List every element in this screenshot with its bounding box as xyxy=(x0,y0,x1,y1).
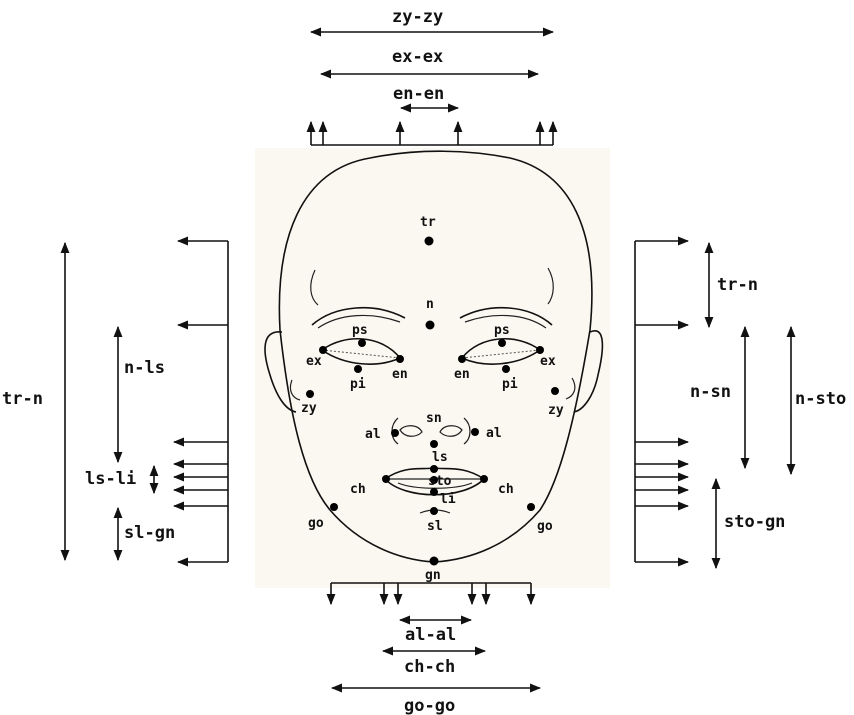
label-left-tr-n: tr-n xyxy=(2,389,43,409)
dot-en-right xyxy=(458,355,466,363)
label-go-left: go xyxy=(308,516,324,531)
label-sto: sto xyxy=(428,474,452,489)
dot-pi-left xyxy=(354,365,362,373)
label-n-sn: n-sn xyxy=(690,382,731,402)
dot-sl xyxy=(430,507,438,515)
cheek-right-mark xyxy=(565,377,576,400)
label-en-en: en-en xyxy=(393,84,444,104)
dot-zy-left xyxy=(306,390,314,398)
nostril-left xyxy=(399,425,423,437)
label-ex-ex: ex-ex xyxy=(392,47,443,67)
label-en-left: en xyxy=(392,367,408,382)
dot-ls xyxy=(430,465,438,473)
label-n-sto: n-sto xyxy=(795,389,846,409)
label-ps-right: ps xyxy=(494,323,510,338)
label-ls-li: ls-li xyxy=(85,469,136,489)
label-pi-left: pi xyxy=(350,377,366,392)
dot-go-right xyxy=(527,503,535,511)
label-zy-right: zy xyxy=(548,403,564,418)
label-en-right: en xyxy=(454,367,470,382)
landmark-dots xyxy=(306,236,559,566)
label-n-ls: n-ls xyxy=(124,358,165,378)
dot-ps-left xyxy=(358,339,366,347)
label-al-right: al xyxy=(486,426,502,441)
label-sl-gn: sl-gn xyxy=(124,523,175,543)
label-sn: sn xyxy=(426,411,442,426)
left-measurements: tr-n n-ls ls-li sl-gn xyxy=(2,236,229,567)
face-outline xyxy=(278,150,593,563)
label-li: li xyxy=(440,492,456,507)
ear-right xyxy=(573,330,604,413)
eyebrow-left-lower xyxy=(317,314,401,329)
temple-left xyxy=(310,269,319,306)
dot-ch-right xyxy=(480,475,488,483)
label-al-left: al xyxy=(365,427,381,442)
dot-tr xyxy=(424,236,434,246)
dot-ps-right xyxy=(498,339,506,347)
dot-gn xyxy=(429,556,439,566)
dot-al-right xyxy=(471,428,479,436)
dot-ch-left xyxy=(382,475,390,483)
label-go-right: go xyxy=(537,519,553,534)
dot-sn xyxy=(430,440,438,448)
label-pi-right: pi xyxy=(502,377,518,392)
dot-pi-right xyxy=(502,365,510,373)
label-sto-gn: sto-gn xyxy=(724,512,785,532)
dot-n xyxy=(425,320,435,330)
label-right-tr-n: tr-n xyxy=(717,275,758,295)
label-ex-left: ex xyxy=(306,354,322,369)
label-zy-zy: zy-zy xyxy=(392,7,443,27)
label-ps-left: ps xyxy=(352,323,368,338)
label-ch-right: ch xyxy=(498,482,514,497)
dot-ex-left xyxy=(319,346,327,354)
dot-go-left xyxy=(330,503,338,511)
dot-sto xyxy=(430,476,438,484)
label-tr: tr xyxy=(420,215,436,230)
top-measurements: zy-zy ex-ex en-en xyxy=(306,7,558,146)
label-sl: sl xyxy=(427,519,443,534)
dot-zy-right xyxy=(551,387,559,395)
eyebrow-right xyxy=(459,306,553,326)
dot-en-left xyxy=(396,355,404,363)
label-ex-right: ex xyxy=(540,354,556,369)
eyebrow-left xyxy=(311,306,406,326)
eye-left-axis xyxy=(321,349,401,359)
label-go-go: go-go xyxy=(404,696,455,715)
label-ls: ls xyxy=(432,450,448,465)
nostril-right xyxy=(439,425,463,437)
label-ch-ch: ch-ch xyxy=(404,657,455,677)
eyebrow-right-lower xyxy=(464,314,547,329)
cheek-left-mark xyxy=(289,379,301,401)
landmark-labels: tr n ps ps ex ex en en pi pi zy zy sn al… xyxy=(301,215,564,583)
label-n: n xyxy=(426,297,434,312)
label-ch-left: ch xyxy=(350,482,366,497)
nose-wing-right xyxy=(463,417,471,445)
eye-right-axis xyxy=(461,349,541,359)
right-measurements: tr-n n-sn n-sto sto-gn xyxy=(634,236,846,570)
label-gn: gn xyxy=(425,568,441,583)
label-zy-left: zy xyxy=(301,401,317,416)
ear-left xyxy=(264,331,297,413)
dot-al-left xyxy=(391,429,399,437)
temple-right xyxy=(547,267,554,305)
label-al-al: al-al xyxy=(405,625,456,645)
bottom-measurements: al-al ch-ch go-go xyxy=(326,582,542,715)
dot-ex-right xyxy=(536,346,544,354)
dot-li xyxy=(430,488,438,496)
